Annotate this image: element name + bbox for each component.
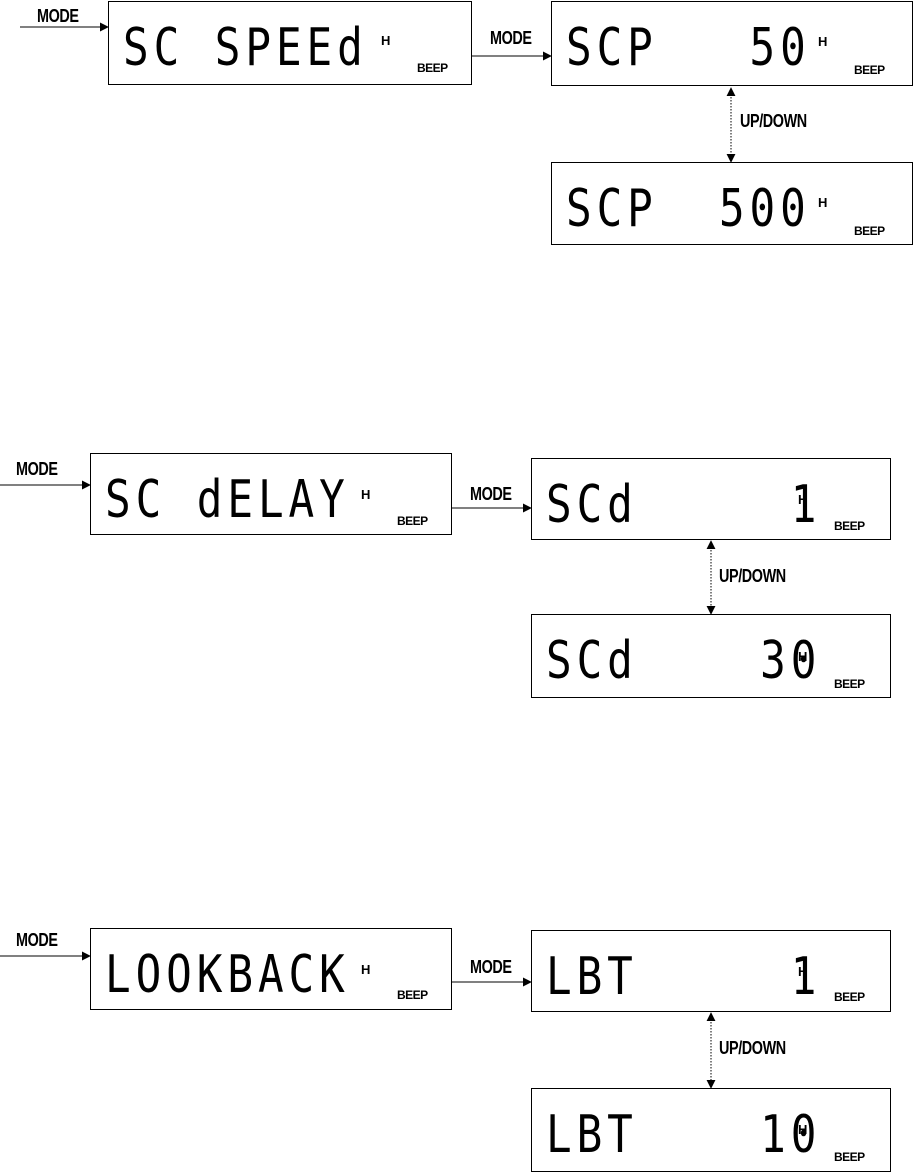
- lcd-setting-display: SCd 30 H BEEP: [531, 614, 891, 698]
- lcd-menu-display: SC SPEEd H BEEP: [108, 1, 472, 85]
- mode-label: MODE: [470, 958, 512, 976]
- lcd-text: LBT 1: [546, 951, 821, 1003]
- mode-label: MODE: [470, 485, 512, 503]
- h-indicator: H: [361, 963, 370, 976]
- lcd-text: SCP 500: [566, 183, 811, 235]
- beep-indicator: BEEP: [397, 989, 428, 1001]
- updown-label: UP/DOWN: [719, 1039, 786, 1057]
- lcd-menu-display: SC dELAY H BEEP: [90, 453, 452, 535]
- h-indicator: H: [798, 493, 807, 506]
- h-indicator: H: [798, 1123, 807, 1136]
- h-indicator: H: [798, 650, 807, 663]
- lcd-setting-display: SCP 50 H BEEP: [551, 1, 913, 86]
- beep-indicator: BEEP: [834, 520, 865, 532]
- beep-indicator: BEEP: [834, 1151, 865, 1163]
- lcd-setting-display: SCd 1 H BEEP: [531, 458, 891, 540]
- h-indicator: H: [818, 35, 827, 48]
- lcd-text: SC dELAY: [105, 474, 350, 526]
- mode-label: MODE: [16, 460, 58, 478]
- updown-label: UP/DOWN: [719, 567, 786, 585]
- mode-label: MODE: [490, 29, 532, 47]
- lcd-text: LOOKBACK: [105, 949, 350, 1001]
- mode-label: MODE: [37, 7, 79, 25]
- beep-indicator: BEEP: [834, 991, 865, 1003]
- lcd-text: SCd 1: [546, 479, 821, 531]
- beep-indicator: BEEP: [417, 62, 448, 74]
- beep-indicator: BEEP: [397, 515, 428, 527]
- lcd-text: SCd 30: [546, 635, 821, 687]
- lcd-setting-display: SCP 500 H BEEP: [551, 162, 913, 245]
- beep-indicator: BEEP: [854, 64, 885, 76]
- beep-indicator: BEEP: [854, 225, 885, 237]
- lcd-setting-display: LBT 10 H BEEP: [531, 1088, 891, 1172]
- lcd-setting-display: LBT 1 H BEEP: [531, 930, 891, 1012]
- lcd-text: LBT 10: [546, 1109, 821, 1161]
- h-indicator: H: [798, 965, 807, 978]
- updown-label: UP/DOWN: [740, 112, 807, 130]
- h-indicator: H: [381, 34, 390, 47]
- h-indicator: H: [361, 488, 370, 501]
- lcd-text: SCP 50: [566, 22, 811, 74]
- h-indicator: H: [818, 196, 827, 209]
- beep-indicator: BEEP: [834, 678, 865, 690]
- lcd-text: SC SPEEd: [123, 22, 368, 74]
- mode-label: MODE: [16, 931, 58, 949]
- lcd-menu-display: LOOKBACK H BEEP: [90, 928, 452, 1010]
